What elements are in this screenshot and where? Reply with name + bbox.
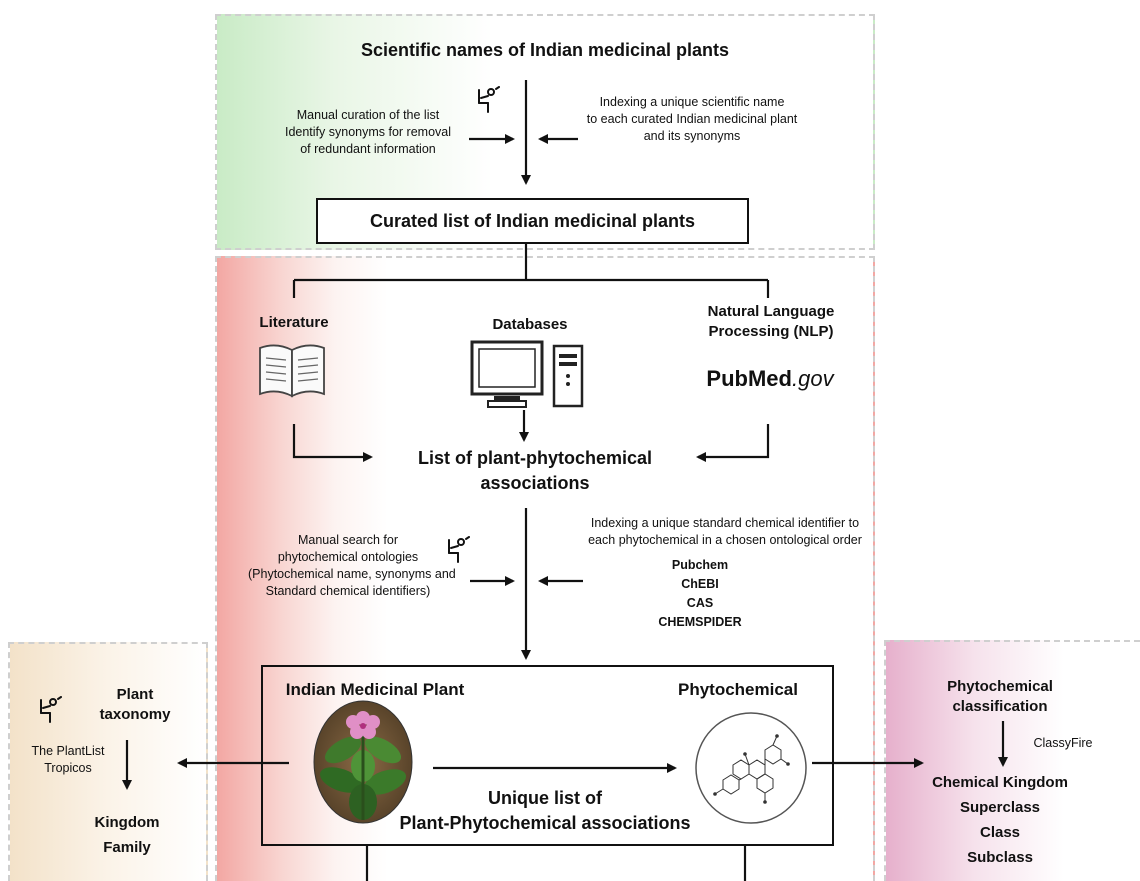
person-writing-icon (40, 696, 62, 723)
person-writing-icon (478, 86, 500, 113)
classification-levels: Chemical Kingdom Superclass Class Subcla… (932, 774, 1068, 866)
identifier-item: Pubchem (671, 558, 729, 572)
chemical-identifier-list: Pubchem ChEBI CAS CHEMSPIDER (640, 556, 760, 632)
molecule-icon (695, 712, 807, 824)
plant-taxonomy-panel (8, 642, 208, 881)
unique-list-label: Unique list of Plant-Phytochemical assoc… (399, 788, 691, 833)
phytochemical-classification-panel (884, 640, 1140, 881)
taxonomy-levels: Kingdom Family (94, 814, 160, 856)
unique-associations-box (261, 665, 834, 846)
databases-label: Databases (492, 316, 568, 333)
associations-title: List of plant-phytochemical associations (417, 448, 653, 493)
arrow-nlp-to-list (696, 424, 770, 462)
plant-photo (313, 700, 413, 824)
phytochemical-label: Phytochemical (678, 680, 798, 699)
plants-title: Scientific names of Indian medicinal pla… (360, 40, 730, 60)
indian-medicinal-plant-label: Indian Medicinal Plant (285, 680, 465, 699)
curated-list-box (316, 198, 749, 244)
computer-icon (470, 340, 584, 408)
classification-title: Phytochemical classification (947, 678, 1053, 715)
literature-label: Literature (259, 314, 329, 331)
taxonomy-sources: The PlantList Tropicos (31, 744, 105, 775)
nlp-label: Natural Language Processing (NLP) (707, 303, 835, 340)
person-writing-icon (448, 536, 470, 563)
curation-note: Manual curation of the list Identify syn… (284, 108, 452, 156)
identifier-item: CHEMSPIDER (658, 615, 742, 629)
arrow-literature-to-list (292, 424, 373, 462)
identifier-item: ChEBI (681, 577, 719, 591)
book-icon (259, 344, 325, 398)
classyfire-label: ClassyFire (1033, 736, 1093, 750)
plant-taxonomy-title: Plant taxonomy (99, 686, 171, 723)
indexing-chem-note: Indexing a unique standard chemical iden… (588, 516, 862, 547)
indexing-note: Indexing a unique scientific name to eac… (586, 95, 798, 143)
curated-list-label: Curated list of Indian medicinal plants (369, 211, 696, 231)
manual-search-note: Manual search for phytochemical ontologi… (248, 533, 456, 598)
identifier-item: CAS (686, 596, 714, 610)
pubmed-logo: PubMed.gov (706, 366, 834, 391)
